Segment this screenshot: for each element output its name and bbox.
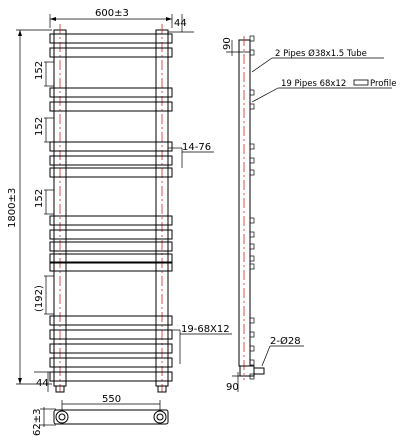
bottom-offset-dimension: 44 bbox=[34, 371, 54, 392]
gap-1-label: 152 bbox=[34, 61, 45, 80]
top-offset-label: 44 bbox=[174, 18, 187, 29]
side-bottom-connection bbox=[239, 365, 255, 377]
side-bar-ticks bbox=[249, 35, 255, 380]
side-bar-tick bbox=[249, 243, 255, 250]
side-bar-tick bbox=[249, 317, 255, 324]
side-bar-tick bbox=[249, 217, 255, 224]
side-bottom-dimension: 90 bbox=[226, 372, 250, 393]
side-bar-tick bbox=[249, 143, 255, 150]
side-view bbox=[238, 35, 265, 380]
horizontal-bar bbox=[49, 261, 173, 272]
front-view bbox=[49, 24, 173, 393]
gap-3-label: 152 bbox=[34, 189, 45, 208]
side-bottom-label: 90 bbox=[226, 382, 239, 393]
horizontal-bar bbox=[49, 47, 173, 58]
horizontal-bar bbox=[49, 343, 173, 354]
top-offset-dimension: 44 bbox=[168, 14, 194, 33]
right-pipe-inner bbox=[156, 413, 164, 421]
horizontal-bar bbox=[49, 167, 173, 178]
horizontal-bar bbox=[49, 329, 173, 340]
horizontal-bar bbox=[49, 315, 173, 326]
gap-dimensions: 152 152 152 (192) bbox=[34, 61, 54, 315]
side-bar-tick bbox=[249, 35, 255, 42]
right-pipe-circle bbox=[153, 410, 167, 424]
gap-2-label: 152 bbox=[34, 117, 45, 136]
profile-note: 19 Pipes 68x12 bbox=[281, 79, 346, 89]
width-label: 600±3 bbox=[95, 8, 129, 19]
horizontal-bar bbox=[49, 33, 173, 44]
side-inlet bbox=[253, 367, 265, 375]
side-bar-tick bbox=[249, 49, 255, 56]
right-valve-stub bbox=[157, 385, 167, 393]
left-pipe-inner bbox=[58, 413, 66, 421]
side-bar-tick bbox=[249, 169, 255, 176]
horizontal-bar bbox=[49, 253, 173, 264]
bar-profile-label: 19-68X12 bbox=[181, 324, 230, 335]
side-bar-tick bbox=[249, 359, 255, 366]
horizontal-bar bbox=[49, 141, 173, 152]
side-top-dimension: 90 bbox=[222, 37, 250, 56]
side-bar-tick bbox=[249, 157, 255, 164]
side-profile bbox=[238, 39, 251, 367]
side-bar-tick bbox=[249, 263, 255, 270]
bottom-bar bbox=[53, 409, 169, 425]
tube-spacing-label: 14-76 bbox=[182, 142, 211, 153]
width-dimension: 600±3 bbox=[49, 8, 173, 28]
gap-4-label: (192) bbox=[34, 285, 45, 312]
side-bar-tick bbox=[249, 103, 255, 110]
centres-label: 550 bbox=[102, 394, 121, 405]
side-bar-tick bbox=[249, 331, 255, 338]
tube-spacing-leader: 14-76 bbox=[168, 142, 214, 168]
inlet-label: 2-Ø28 bbox=[270, 335, 301, 347]
height-dimension: 1800±3 bbox=[7, 29, 52, 385]
horizontal-bar bbox=[49, 241, 173, 252]
left-valve-stub bbox=[55, 385, 65, 393]
horizontal-bar bbox=[49, 371, 173, 382]
bottom-offset-label: 44 bbox=[36, 378, 49, 389]
bar-profile-leader: 19-68X12 bbox=[168, 324, 232, 364]
horizontal-bar bbox=[49, 101, 173, 112]
bottom-view: 550 62±3 bbox=[32, 394, 169, 436]
horizontal-bars bbox=[49, 33, 173, 382]
side-bar-tick bbox=[249, 231, 255, 238]
side-top-label: 90 bbox=[222, 37, 233, 50]
pipe-notes: 2 Pipes Ø38x1.5 Tube 19 Pipes 68x12 Prof… bbox=[251, 48, 396, 103]
inlet-leader: 2-Ø28 bbox=[261, 335, 304, 367]
side-bar-tick bbox=[249, 89, 255, 96]
depth-label: 62±3 bbox=[32, 409, 43, 436]
horizontal-bar bbox=[49, 215, 173, 226]
side-bar-tick bbox=[249, 345, 255, 352]
height-label: 1800±3 bbox=[7, 188, 18, 228]
side-bar-tick bbox=[249, 255, 255, 262]
horizontal-bar bbox=[49, 357, 173, 368]
horizontal-bar bbox=[49, 87, 173, 98]
left-pipe-circle bbox=[55, 410, 69, 424]
profile-symbol-icon bbox=[353, 79, 369, 86]
horizontal-bar bbox=[49, 155, 173, 166]
horizontal-bar bbox=[49, 229, 173, 240]
profile-word: Profile bbox=[370, 79, 396, 89]
tube-note: 2 Pipes Ø38x1.5 Tube bbox=[275, 48, 367, 59]
